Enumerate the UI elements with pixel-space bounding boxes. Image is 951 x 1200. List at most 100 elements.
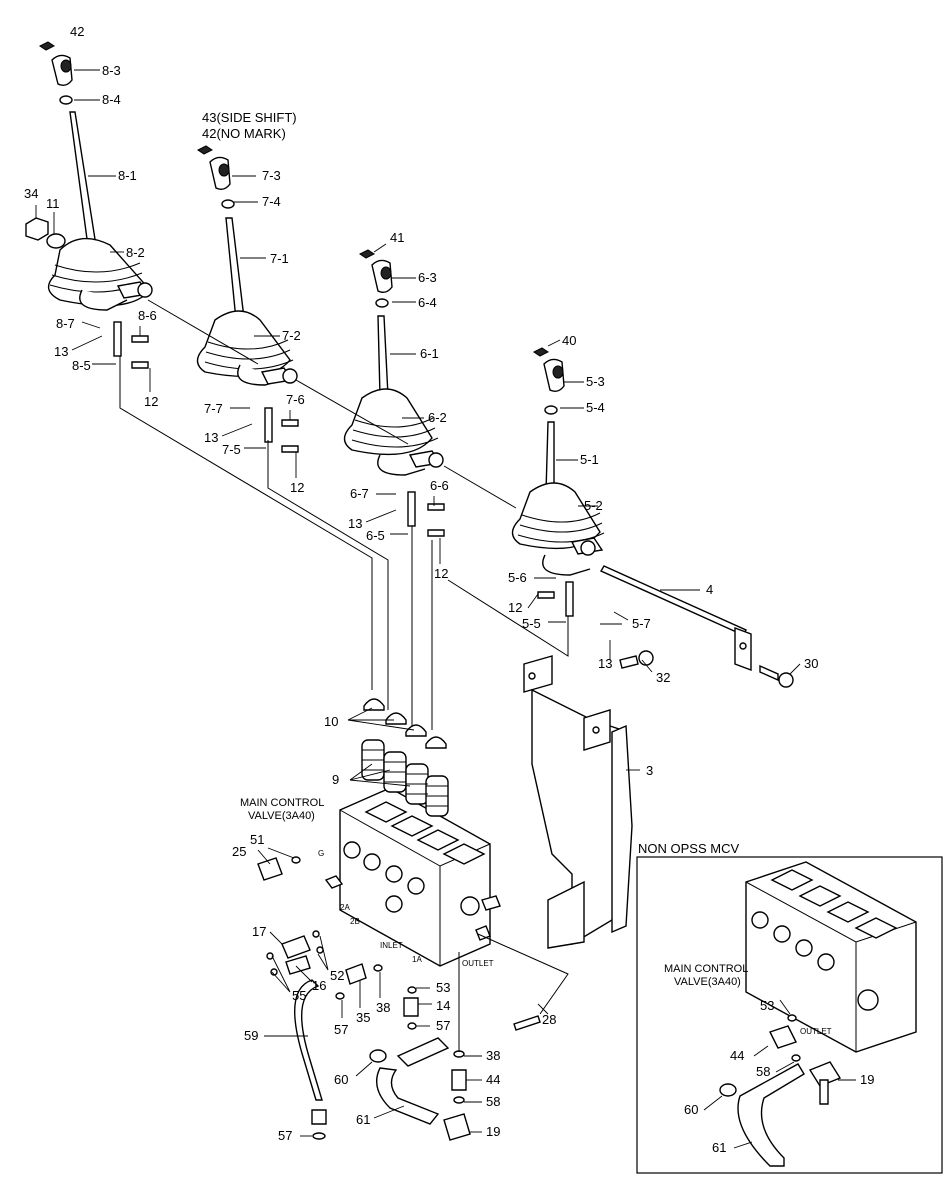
callout: 42: [70, 24, 84, 39]
callout: 42(NO MARK): [202, 126, 286, 141]
callout: 41: [390, 230, 404, 245]
callout: 6-5: [366, 528, 385, 543]
port-label: 2A: [340, 903, 350, 912]
callout: 19: [860, 1072, 874, 1087]
port-label: OUTLET: [462, 959, 494, 968]
lever-assembly-6: [343, 249, 445, 537]
boot-5-2: [511, 482, 601, 550]
bolt-32: [619, 650, 654, 669]
caps-10: [363, 698, 447, 749]
fitting-35: [345, 963, 367, 985]
callout: 7-1: [270, 251, 289, 266]
callout: 11: [46, 196, 60, 211]
callout: 7-4: [262, 194, 281, 209]
callout: 57: [334, 1022, 348, 1037]
callout: 10: [324, 714, 338, 729]
inset-hose-61: [737, 1063, 805, 1167]
callout-labels: 42 8-3 8-4 8-1 34 11 8-2 8-7 8-6 13 8-5 …: [24, 24, 874, 1155]
link-6-5: [407, 491, 416, 527]
clamp-60: [369, 1049, 387, 1063]
callout: 53: [436, 980, 450, 995]
callout: 38: [376, 1000, 390, 1015]
rod-7-1: [225, 217, 245, 321]
lever-assembly-7: [196, 145, 299, 453]
link-5-5: [565, 581, 574, 617]
hose-61: [376, 1067, 440, 1125]
callout: 6-3: [418, 270, 437, 285]
nut-7-4: [221, 199, 235, 209]
callout: 5-1: [580, 452, 599, 467]
callout: 17: [252, 924, 266, 939]
callout: 6-6: [430, 478, 449, 493]
callout: 19: [486, 1124, 500, 1139]
callout: 5-7: [632, 616, 651, 631]
link-8-5: [113, 321, 122, 357]
oring-58: [453, 1096, 465, 1104]
callout: 6-1: [420, 346, 439, 361]
callout: 16: [312, 978, 326, 993]
callout: 25: [232, 844, 246, 859]
callout: 44: [486, 1072, 500, 1087]
main-control-valve: [324, 787, 501, 967]
callout: 52: [330, 968, 344, 983]
leader-lines: [35, 69, 801, 1137]
callout: 12: [290, 480, 304, 495]
mcv-caption-line1: MAIN CONTROL: [240, 797, 324, 809]
fitting-17: [281, 935, 311, 959]
callout: 8-3: [102, 63, 121, 78]
callout: 13: [348, 516, 362, 531]
nut-5-4: [544, 405, 558, 415]
callout: 12: [144, 394, 158, 409]
inset-elbow-19: [808, 1061, 842, 1087]
callout: 7-7: [204, 401, 223, 416]
inset-caption-line1: MAIN CONTROL: [664, 963, 748, 975]
fittings: [257, 856, 569, 1141]
callout: 12: [434, 566, 448, 581]
callout: 44: [730, 1048, 744, 1063]
callout: 28: [542, 1012, 556, 1027]
callout: 58: [486, 1094, 500, 1109]
nut-34: [25, 217, 49, 241]
oring-53a: [407, 986, 417, 994]
callout: 30: [804, 656, 818, 671]
callout: 61: [712, 1140, 726, 1155]
callout: 60: [334, 1072, 348, 1087]
callout: 8-2: [126, 245, 145, 260]
callout: 6-4: [418, 295, 437, 310]
callout: 51: [250, 832, 264, 847]
callout: 7-5: [222, 442, 241, 457]
inset-fitting-44: [769, 1025, 797, 1049]
callout: 57: [436, 1018, 450, 1033]
callout: 5-2: [584, 498, 603, 513]
callout: 6-2: [428, 410, 447, 425]
callout: 8-1: [118, 168, 137, 183]
oring-57b: [407, 1022, 417, 1030]
callout: 7-3: [262, 168, 281, 183]
callout: 61: [356, 1112, 370, 1127]
callout: 7-6: [286, 392, 305, 407]
bolt-30: [759, 664, 779, 682]
pilot-lines: [119, 299, 569, 732]
boot-6-2: [343, 388, 433, 456]
callout: 12: [508, 600, 522, 615]
fitting-14: [403, 997, 419, 1017]
oring-57a: [335, 992, 345, 1000]
callout: 13: [204, 430, 218, 445]
callout: 53: [760, 998, 774, 1013]
callout: 57: [278, 1128, 292, 1143]
callout: 58: [756, 1064, 770, 1079]
callout: 3: [646, 763, 653, 778]
callout: 14: [436, 998, 450, 1013]
callout: 8-4: [102, 92, 121, 107]
oring-38: [373, 964, 383, 972]
callout: 32: [656, 670, 670, 685]
link-7-5: [264, 407, 273, 443]
shaft-4: [599, 565, 794, 688]
callout: 40: [562, 333, 576, 348]
inset-non-opss-mcv: [636, 856, 943, 1174]
callout: 8-7: [56, 316, 75, 331]
port-label: INLET: [380, 941, 403, 950]
callout: 8-6: [138, 308, 157, 323]
